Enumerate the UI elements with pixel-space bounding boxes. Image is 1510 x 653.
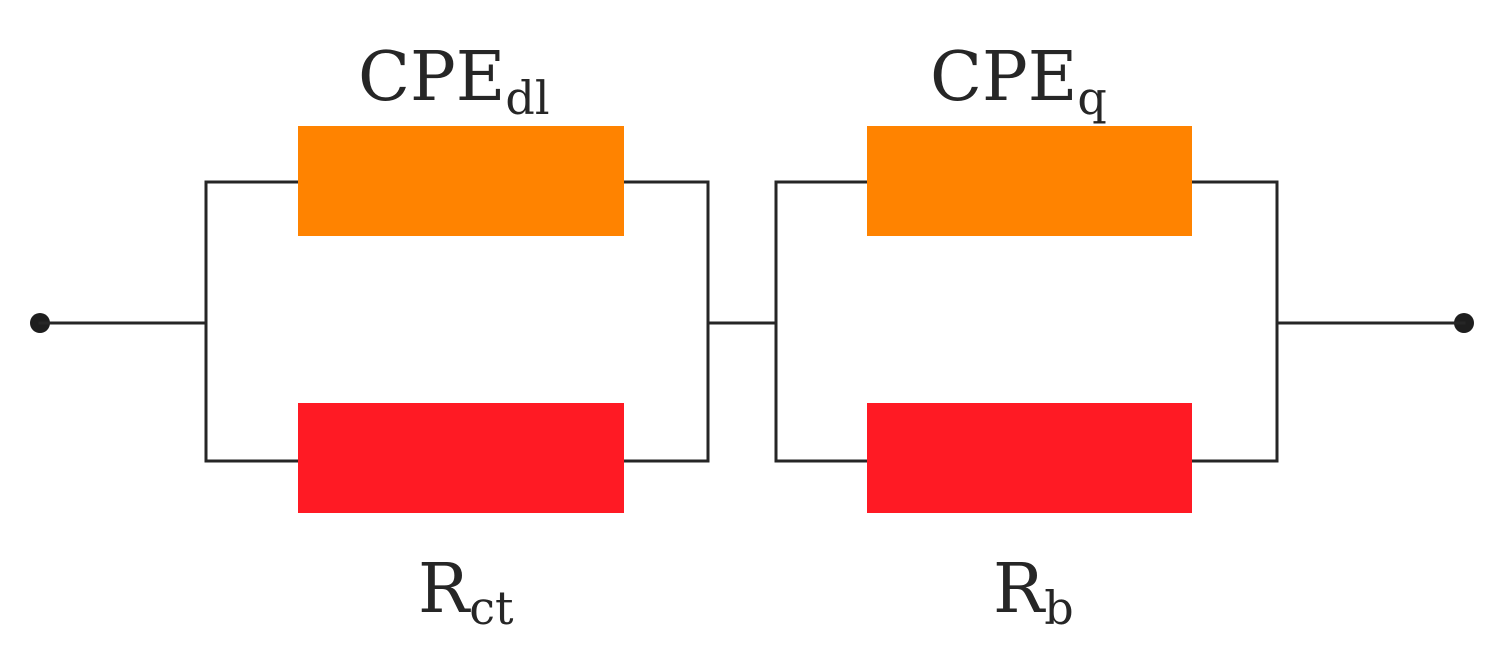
cpe-q-label-sub: q [1077,71,1106,125]
cpe-dl-element [298,126,624,236]
r-b-label-main: R [993,550,1046,629]
block-2-right-wire [1190,180,1279,463]
block-1-top-right-wire [622,180,710,463]
block-2-left-wire [774,180,869,463]
cpe-dl-label: CPEdl [358,38,550,125]
cpe-q-label-main: CPE [930,38,1077,117]
cpe-q-label: CPEq [930,38,1107,125]
parallel-block-2 [774,126,1279,513]
r-ct-element [298,403,624,513]
r-ct-label-sub: ct [469,581,514,635]
cpe-dl-label-sub: dl [505,71,549,125]
parallel-block-1 [204,126,710,513]
block-1-top-left-wire [204,180,300,463]
r-ct-label: Rct [418,550,514,635]
cpe-q-element [867,126,1192,236]
r-b-element [867,403,1192,513]
cpe-dl-label-main: CPE [358,38,505,117]
r-b-label: Rb [993,550,1074,635]
r-ct-label-main: R [418,550,471,629]
r-b-label-sub: b [1044,581,1073,635]
